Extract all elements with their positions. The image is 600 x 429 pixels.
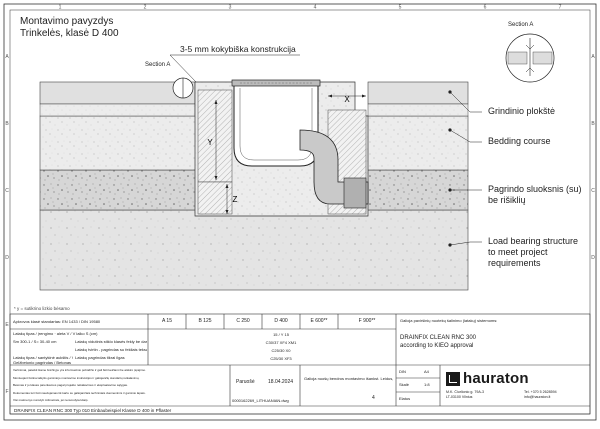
grid-references: 1 2 3 4 5 6 7 A B C D E F A B C D: [5, 5, 595, 396]
scale-value: 1:8: [424, 382, 430, 387]
note-line-4: Gelžbetonio pagrindas / Betonas: [13, 360, 72, 365]
scale-label: Skalė: [399, 382, 410, 387]
value-row-1: 15 / Y 15: [273, 332, 289, 337]
dimension-z-label: Z: [233, 195, 238, 204]
hauraton-logo-icon: [446, 372, 460, 386]
grid-number-top: 5: [399, 5, 402, 11]
value-row-3: C25/30 X0: [271, 348, 291, 353]
class-b125: B 125: [198, 318, 212, 324]
callout-bedding: Bedding course: [488, 136, 551, 146]
concrete-block-left: [197, 89, 233, 183]
dimension-x-arrows: [328, 94, 366, 98]
class-e600: E 600**: [310, 318, 328, 324]
section-label-detail: Section A: [508, 22, 533, 28]
detail-paver-right: [532, 51, 553, 65]
callout-surface: Grindinio plokštė: [488, 106, 556, 116]
grid-letter-left: F: [5, 389, 8, 395]
load-bearing-layer: [39, 209, 469, 291]
outer-frame: [3, 3, 597, 421]
detail-arrows: [525, 44, 535, 73]
format-label: DIN: [399, 369, 406, 374]
callout-leaders: [449, 91, 482, 246]
note-line-3: Latakų tipas / santykinė aukštis / Vidut…: [13, 355, 73, 360]
class-f900: F 900**: [358, 318, 376, 324]
company-address: M.K. Čiurlionio g. 79A-3 LT-03100 Vilniu…: [446, 390, 484, 399]
footnote: * y = sutikrino lizkio bėsamo: [14, 306, 70, 311]
joint-note: 3-5 mm kokybiška konstrukcija: [180, 44, 296, 54]
callout-load: Load bearing structure to meet project r…: [488, 236, 579, 268]
paving-right: [367, 81, 469, 105]
grid-letter-left: B: [5, 121, 9, 127]
grid-letter-left: D: [5, 255, 9, 261]
product-heading: Galioja paviršinių nuotekų šalinimo (lat…: [400, 318, 498, 323]
small-print-line: Dokumentas turi būti naudojamas tik kart…: [13, 390, 146, 395]
drawing-number: 0000162269_LITHUANIAN.dwg: [232, 398, 289, 403]
company-phone: Tel. +370 5 2628594 info@hauraton.lt: [524, 390, 557, 399]
small-print: Vertinimai, pateikti šiame brėžinyje yra…: [13, 367, 227, 405]
paving-left: [39, 81, 196, 105]
small-print-line: Visi matmenys nurodyti milimetrais, jei …: [13, 398, 89, 402]
grid-number-top: 1: [59, 5, 62, 11]
grid-number-top: 6: [484, 5, 487, 11]
product-line-2: according to KIEO approval: [400, 343, 474, 349]
row-label-2: Latakų tvirtin - pagrindas su fekliais t…: [75, 347, 147, 352]
leader-bedding: [449, 129, 482, 143]
joint-note-leader: [169, 54, 197, 83]
title-block-grid: [9, 313, 591, 415]
grid-letter-right: C: [591, 188, 595, 194]
section-label-main: Section A: [145, 62, 170, 68]
grid-number-top: 3: [229, 5, 232, 11]
small-print-line: Vertinimai, pateikti šiame brėžinyje yra…: [13, 368, 146, 372]
drainage-channel: [233, 81, 319, 167]
footer-title: DRAINFIX CLEAN RNC 300 Typ 010 Einbaubei…: [14, 408, 172, 413]
detail-paver-left: [507, 51, 528, 65]
small-print-line: Montuojant būtina laikytis gamintojo mon…: [13, 375, 140, 380]
grid-letter-left: C: [5, 188, 9, 194]
leader-surface: [449, 91, 482, 113]
units-label: Elatus: [399, 396, 411, 401]
standard-row: Apkrovos klasė standartas: EN 1433 / DIN…: [13, 319, 101, 324]
pipe-socket: [343, 177, 367, 209]
company-logo: hauraton: [463, 371, 529, 387]
class-c250: C 250: [236, 318, 250, 324]
dimension-x-label: X: [344, 95, 350, 104]
revision-note: Galioja nuošų bendros montavimo išankst.…: [304, 376, 394, 381]
grid-letter-right: D: [591, 255, 595, 261]
paving-bed-right: [367, 103, 469, 117]
cross-section: X Y Z: [39, 79, 469, 291]
prepared-label: Paruošė: [236, 379, 255, 385]
grid-number-top: 4: [314, 5, 317, 11]
grid-letter-left: E: [5, 322, 9, 328]
revision-number: 4: [372, 395, 375, 401]
small-print-line: Betonas ir jo klasės parenkamos pagal pr…: [13, 383, 128, 387]
product-line-1: DRAINFIX CLEAN RNC 300: [400, 335, 477, 341]
grid-number-top: 7: [559, 5, 562, 11]
grid-number-top: 2: [144, 5, 147, 11]
callout-dots: [448, 90, 452, 247]
row-label-1: Latakų vidutinis stiklo klasės fekly be …: [75, 339, 147, 344]
note-line-2: Sm 300-1 / S= 30-40 cm: [13, 339, 57, 344]
class-d400: D 400: [274, 318, 288, 324]
format-value: A4: [424, 369, 429, 374]
class-a15: A 15: [161, 318, 172, 324]
grid-letter-right: A: [591, 54, 595, 60]
grid-letter-right: B: [591, 121, 595, 127]
grid-letter-left: A: [5, 54, 9, 60]
dimension-y-label: Y: [207, 138, 213, 147]
drawing-date: 18.04.2024: [268, 379, 294, 385]
value-row-2: C30/37 XF4 XM1: [265, 340, 297, 345]
value-row-4: C25/30 XF3: [270, 356, 292, 361]
drawing-title-line1: Montavimo pavyzdys: [20, 16, 113, 27]
callout-base: Pagrindo sluoksnis (su) be rišiklių: [488, 184, 582, 205]
note-line-1: Latakų tipas / įrengimo · aleta V / V la…: [13, 331, 98, 336]
paving-bed-left: [39, 103, 196, 117]
row-label-3: Latakų pagrindas tikrai ilgas: [75, 355, 125, 360]
leader-load: [449, 241, 482, 246]
drawing-title-line2: Trinkelės, klasė D 400: [20, 28, 119, 39]
